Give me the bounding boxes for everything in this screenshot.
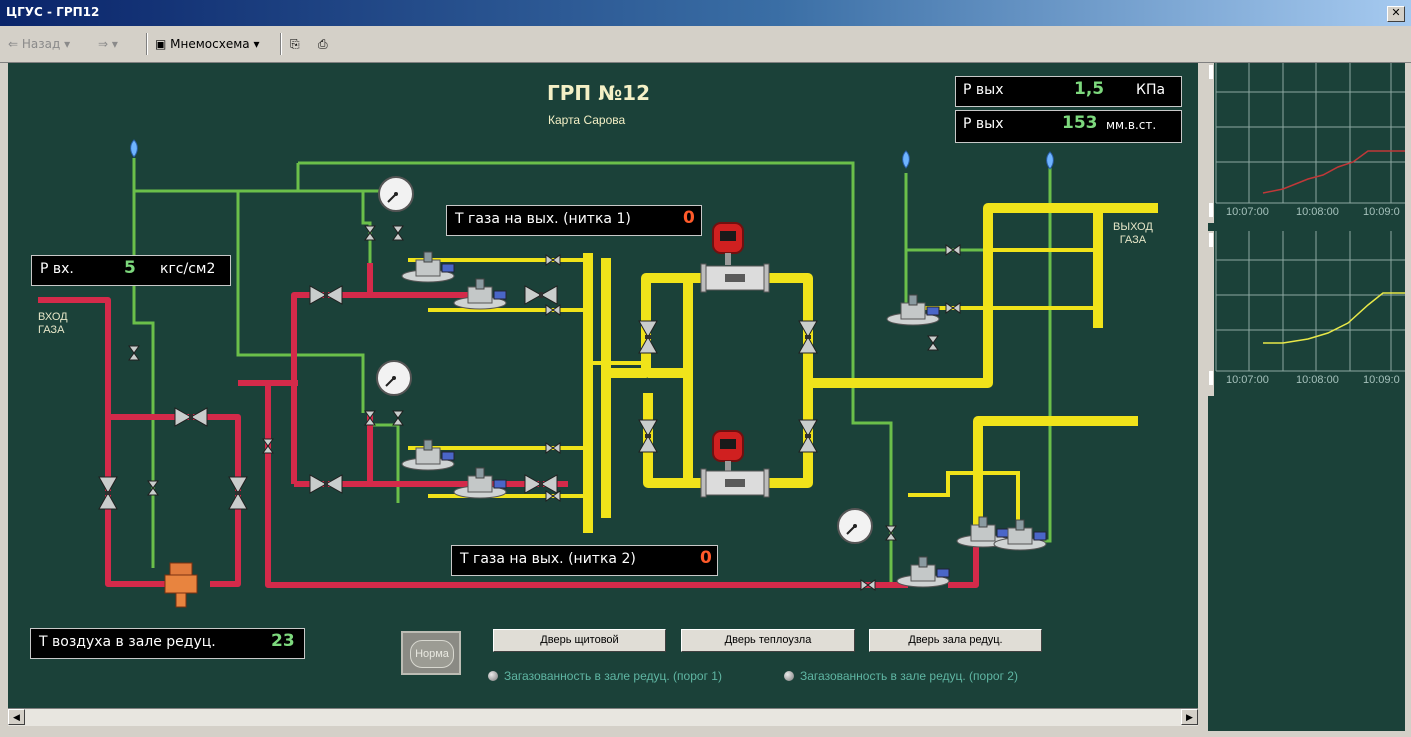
p-out-kpa-label: Р вых (963, 82, 1004, 98)
scroll-right-icon[interactable]: ▶ (1181, 709, 1198, 725)
mnemo-button[interactable]: ▣ Мнемосхема ▾ (155, 37, 260, 51)
back-label: Назад (21, 37, 61, 51)
door-reduction-hall-button[interactable]: Дверь зала редуц. (869, 629, 1042, 652)
p-out-mm-value: 153 (1062, 113, 1098, 133)
gas-alarm-threshold-1: Загазованность в зале редуц. (порог 1) (488, 669, 722, 683)
door-panel-button[interactable]: Дверь щитовой (493, 629, 666, 652)
close-icon[interactable]: ✕ (1387, 6, 1405, 22)
t-gas-1-panel: Т газа на вых. (нитка 1) 0 (446, 205, 702, 236)
x-tick-label: 10:09:0 (1363, 206, 1400, 218)
t-air-panel: Т воздуха в зале редуц. 23 (30, 628, 305, 659)
p-out-kpa-unit: КПа (1136, 82, 1166, 98)
mnemo-dropdown-icon[interactable]: ▾ (253, 37, 260, 51)
page-title: ГРП №12 (547, 81, 650, 105)
trend-chart-top: 10:07:00 10:08:00 10:09:0 (1208, 63, 1405, 223)
scroll-left-icon[interactable]: ◀ (8, 709, 25, 725)
t-gas-2-panel: Т газа на вых. (нитка 2) 0 (451, 545, 718, 576)
t-air-label: Т воздуха в зале редуц. (39, 634, 216, 650)
t-air-value: 23 (271, 631, 295, 651)
back-button[interactable]: ⇐ Назад ▾ (8, 37, 70, 51)
t-gas-1-label: Т газа на вых. (нитка 1) (455, 211, 631, 227)
trend-series-line (1263, 292, 1405, 344)
reserve-regulator (164, 562, 198, 608)
p-out-mm-panel: Р вых 153 мм.в.ст. (955, 110, 1182, 143)
toolbar-separator (146, 33, 148, 55)
x-tick-label: 10:08:00 (1296, 206, 1339, 218)
t-gas-1-value: 0 (683, 208, 695, 228)
p-in-value: 5 (124, 258, 136, 278)
norma-label: Норма (410, 640, 454, 668)
window-title: ЦГУС - ГРП12 (6, 5, 100, 19)
x-tick-label: 10:07:00 (1226, 374, 1269, 386)
door-heating-button[interactable]: Дверь теплоузла (681, 629, 855, 652)
p-out-mm-unit: мм.в.ст. (1106, 118, 1157, 132)
p-out-mm-label: Р вых (963, 116, 1004, 132)
norma-indicator[interactable]: Норма (401, 631, 461, 675)
p-in-panel: Р вх. 5 кгс/см2 (31, 255, 231, 286)
horizontal-scrollbar[interactable]: ◀ ▶ (8, 708, 1198, 726)
pipeline-diagram (38, 139, 1158, 608)
x-tick-label: 10:08:00 (1296, 374, 1339, 386)
gas-alarm-threshold-2: Загазованность в зале редуц. (порог 2) (784, 669, 1018, 683)
p-in-label: Р вх. (40, 261, 74, 277)
title-bar: ЦГУС - ГРП12 ✕ (0, 0, 1411, 26)
p-out-kpa-panel: Р вых 1,5 КПа (955, 76, 1182, 107)
alarm-lamp-icon (488, 671, 498, 681)
mnemo-label: Мнемосхема (170, 37, 250, 51)
p-out-kpa-value: 1,5 (1074, 79, 1105, 99)
alarm-lamp-icon (784, 671, 794, 681)
toolbar-separator (280, 33, 282, 55)
x-tick-label: 10:07:00 (1226, 206, 1269, 218)
p-in-unit: кгс/см2 (160, 261, 216, 277)
forward-button[interactable]: ⇒ ▾ (98, 37, 118, 51)
x-tick-label: 10:09:0 (1363, 374, 1400, 386)
toolbar: ⇐ Назад ▾ ⇒ ▾ ▣ Мнемосхема ▾ ⎘ ⎙ (0, 26, 1411, 63)
page-subtitle: Карта Сарова (548, 113, 626, 127)
trend-series-line (1262, 150, 1405, 194)
trends-panel: 10:07:00 10:08:00 10:09:0 10:07:00 10:08… (1208, 63, 1405, 731)
t-gas-2-label: Т газа на вых. (нитка 2) (460, 551, 636, 567)
trend-chart-bottom: 10:07:00 10:08:00 10:09:0 (1208, 231, 1405, 396)
copy-icon[interactable]: ⎘ (290, 37, 300, 51)
t-gas-2-value: 0 (700, 548, 712, 568)
print-icon[interactable]: ⎙ (318, 37, 328, 51)
mnemo-icon: ▣ (155, 37, 167, 51)
back-arrow-icon: ⇐ (8, 37, 19, 51)
back-dropdown-icon[interactable]: ▾ (64, 37, 71, 51)
